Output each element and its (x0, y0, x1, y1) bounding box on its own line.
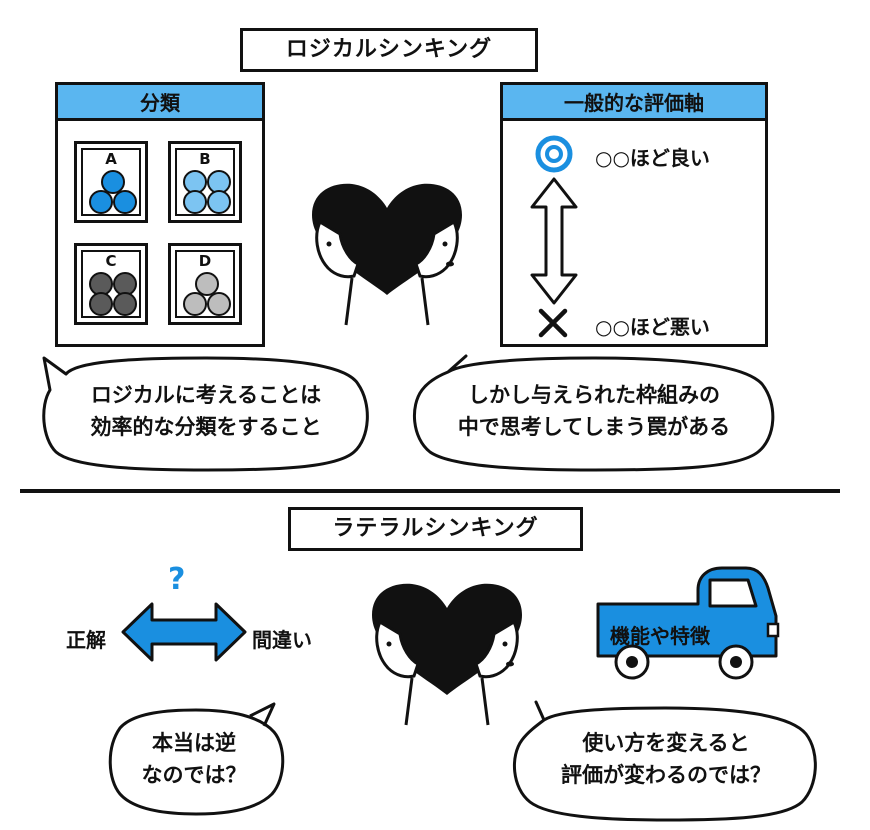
bubble-left-bottom-line1: 本当は逆 (152, 731, 236, 755)
evaluation-bottom-label: ○○ほど悪い (595, 315, 710, 339)
speech-bubble-left-bottom (108, 702, 285, 816)
classification-cell-c: C (74, 243, 148, 325)
classification-panel: 分類 A B C D (55, 82, 265, 347)
bubble-left-bottom-line2: なのでは？ (141, 763, 247, 787)
classification-cell-d: D (168, 243, 242, 325)
cell-label-d: D (198, 252, 212, 270)
wrong-label: 間違い (252, 628, 312, 652)
bubble-right-top-line2: 中で思考してしまう罠がある (457, 415, 731, 439)
ball (183, 292, 207, 316)
question-mark: ? (168, 562, 186, 597)
truck-label: 機能や特徴 (610, 624, 710, 648)
two-faced-person-icon (312, 183, 462, 326)
vertical-double-arrow-icon (530, 177, 578, 305)
cross-mark-icon (538, 308, 568, 338)
bubble-right-bottom-line2: 評価が変わるのでは？ (561, 763, 771, 787)
ball (207, 190, 231, 214)
bubble-left-top-line2: 効率的な分類をすること (90, 415, 322, 439)
bubble-left-top-line1: ロジカルに考えることは (90, 383, 322, 407)
ball (89, 190, 113, 214)
evaluation-header: 一般的な評価軸 (503, 85, 765, 121)
horizontal-double-arrow-icon (121, 602, 247, 662)
cell-label-b: B (199, 150, 211, 168)
speech-bubble-right-bottom (512, 700, 817, 822)
bubble-right-top-line1: しかし与えられた枠組みの (468, 383, 720, 407)
bubble-right-bottom-line1: 使い方を変えると (582, 731, 750, 755)
cell-label-c: C (105, 252, 117, 270)
two-faced-person-icon (372, 583, 522, 726)
ball (207, 292, 231, 316)
correct-label: 正解 (66, 628, 106, 652)
cell-label-a: A (105, 150, 117, 168)
ball (89, 292, 113, 316)
ball (113, 292, 137, 316)
truck-icon (596, 566, 780, 680)
speech-bubble-right-top (412, 354, 775, 472)
classification-cell-a: A (74, 141, 148, 223)
speech-bubble-left-top (42, 356, 369, 472)
lateral-title: ラテラルシンキング (288, 507, 583, 551)
evaluation-top-label: ○○ほど良い (595, 146, 710, 170)
ball (183, 190, 207, 214)
ball (113, 190, 137, 214)
classification-cell-b: B (168, 141, 242, 223)
evaluation-panel: 一般的な評価軸 ○○ほど良い ○○ほど悪い (500, 82, 768, 347)
section-divider (20, 489, 840, 493)
logical-title: ロジカルシンキング (240, 28, 538, 72)
classification-header: 分類 (58, 85, 262, 121)
double-circle-icon (535, 135, 573, 173)
